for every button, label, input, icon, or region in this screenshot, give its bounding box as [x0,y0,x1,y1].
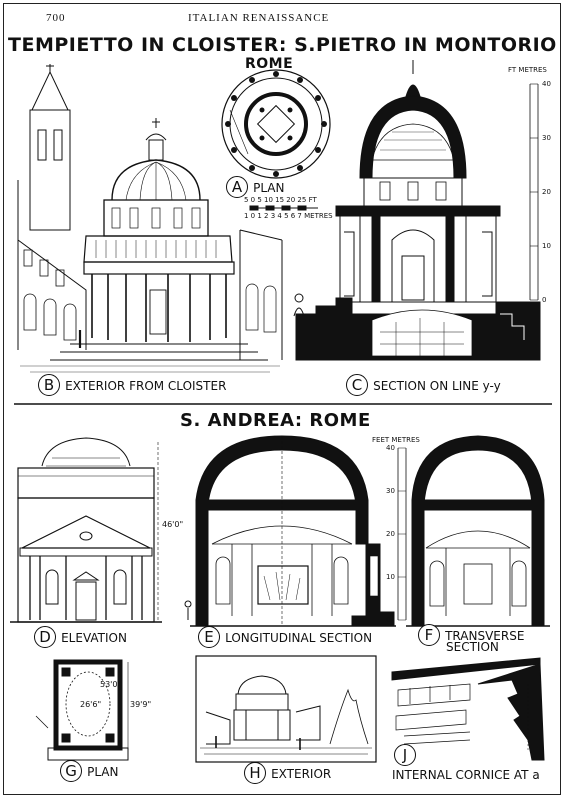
sandrea-elevation-label: ELEVATION [61,631,127,645]
sandrea-exterior-drawing [195,655,377,763]
sandrea-plan-label: PLAN [87,765,119,779]
book-title: ITALIAN RENAISSANCE [188,12,330,24]
sandrea-scale-n3: 10 [386,573,395,581]
plan-dim-3: 39'9" [130,700,152,709]
sandrea-plan-drawing [35,659,129,761]
plan-dim-2: 53'0" [100,680,122,689]
label-letter-c: C [346,374,368,396]
page-number: 700 [46,12,66,24]
label-letter-f: F [418,624,440,646]
label-letter-d: D [34,626,56,648]
section-scale-n1: 30 [542,134,551,142]
sandrea-scale-n0: 40 [386,444,395,452]
plan-dim-1: 26'6" [80,700,102,709]
sandrea-longitudinal-label: LONGITUDINAL SECTION [225,631,373,645]
sandrea-transverse-drawing [406,435,550,627]
section-scale-n4: 0 [542,296,547,304]
internal-cornice-drawing [391,657,545,761]
tempietto-section-drawing [293,60,541,361]
sandrea-scale-label: FEET METRES [372,436,420,444]
sandrea-exterior-label: EXTERIOR [271,767,332,781]
elevation-height-note: 46'0" [162,520,184,529]
section-scale-n3: 10 [542,242,551,250]
tempietto-plan-label: PLAN [253,181,285,195]
sandrea-transverse-label-1: TRANSVERSE [445,629,525,643]
label-letter-h: H [244,762,266,784]
tempietto-plan-drawing [221,69,331,179]
label-letter-a: A [226,176,248,198]
page-frame [3,3,561,795]
tempietto-title-city: ROME [245,56,294,72]
section-scale-n0: 40 [542,80,551,88]
section-scale-n2: 20 [542,188,551,196]
sandrea-transverse-label-2: SECTION [446,640,499,654]
tempietto-section-scale [529,83,539,301]
label-letter-j: J [394,744,416,766]
label-letter-g: G [60,760,82,782]
label-letter-b: B [38,374,60,396]
sandrea-title: S. ANDREA: ROME [180,410,371,431]
tempietto-exterior-drawing [17,64,283,373]
label-letter-e: E [198,626,220,648]
plan-scale-feet: 5 0 5 10 15 20 25 FT [244,196,317,204]
plan-scale-metres: 1 0 1 2 3 4 5 6 7 METRES [244,212,333,220]
section-scale-label: FT METRES [508,66,547,74]
sandrea-elevation-drawing [10,437,162,623]
sandrea-longitudinal-drawing [184,435,396,627]
sandrea-scale-bar [397,447,407,621]
plan-scale-bar [249,205,318,211]
sandrea-scale-n2: 20 [386,530,395,538]
tempietto-title: TEMPIETTO IN CLOISTER: S.PIETRO IN MONTO… [8,34,557,56]
sandrea-scale-n1: 30 [386,487,395,495]
cornice-label: INTERNAL CORNICE AT a [392,768,540,782]
tempietto-section-label: SECTION ON LINE y-y [373,379,501,393]
sandrea-scale-n4: 0 [386,616,391,624]
tempietto-exterior-label: EXTERIOR FROM CLOISTER [65,379,227,393]
